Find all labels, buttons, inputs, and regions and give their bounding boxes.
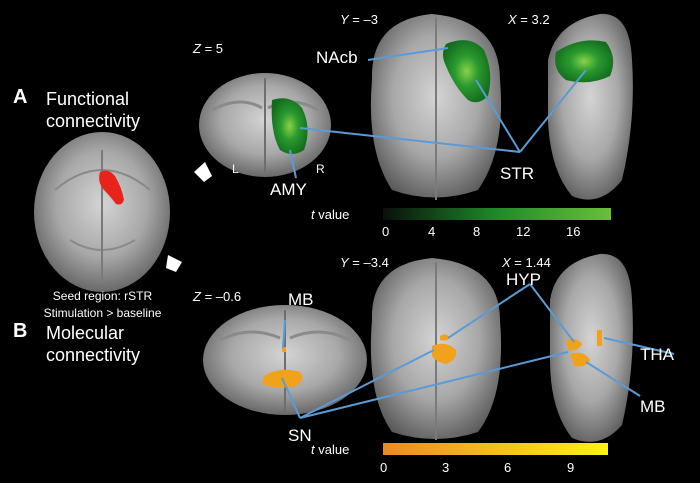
colorbar-title-rest: value xyxy=(314,442,350,457)
z-value: –0.6 xyxy=(215,289,242,304)
panel-a-y-coord: Y = –3 xyxy=(340,12,378,27)
panel-b-tick-3: 9 xyxy=(567,460,575,475)
panel-a-axial-brain xyxy=(370,14,502,200)
region-label-str: STR xyxy=(500,164,534,183)
z-value: 5 xyxy=(215,41,224,56)
y-axis-label: Y xyxy=(340,12,349,27)
panel-a-sagittal-brain xyxy=(548,13,633,200)
x-value: 3.2 xyxy=(531,12,550,27)
region-label-amy: AMY xyxy=(270,180,307,199)
panel-a-letter: A xyxy=(13,86,28,108)
panel-b-letter: B xyxy=(13,320,28,342)
region-label-hyp: HYP xyxy=(506,270,541,289)
panel-b-tick-0: 0 xyxy=(380,460,388,475)
panel-a-tick-3: 12 xyxy=(516,224,531,239)
seed-arrows xyxy=(166,162,212,272)
panel-b-title-line2: connectivity xyxy=(46,345,141,365)
panel-a-title: Functional connectivity xyxy=(46,88,140,132)
panel-a-title-line2: connectivity xyxy=(46,111,141,131)
panel-b-coronal-activation-mb xyxy=(282,347,286,352)
seed-region-rstr xyxy=(99,170,124,205)
region-label-mb-coronal: MB xyxy=(288,290,314,309)
panel-b-tick-2: 6 xyxy=(504,460,512,475)
colorbar-title-rest: value xyxy=(314,207,350,222)
panel-a-title-line1: Functional xyxy=(46,89,130,109)
leader-lines xyxy=(281,47,675,419)
seed-caption-line2: Stimulation > baseline xyxy=(43,306,162,320)
panel-b-z-coord: Z = –0.6 xyxy=(193,289,242,304)
panel-a-sagittal-activation xyxy=(555,40,614,83)
z-axis-label: Z xyxy=(193,289,201,304)
panel-b-x-coord: X = 1.44 xyxy=(502,255,551,270)
panel-a-z-coord: Z = 5 xyxy=(193,41,224,56)
panel-b-tick-1: 3 xyxy=(442,460,450,475)
panel-a-tick-0: 0 xyxy=(382,224,390,239)
x-axis-label: X xyxy=(508,12,517,27)
seed-caption: Seed region: rSTR Stimulation > baseline xyxy=(0,288,205,322)
panel-b-axial-activation xyxy=(432,343,457,364)
panel-a-axial-activation xyxy=(443,40,491,103)
panel-a-colorbar-title: t value xyxy=(311,207,349,222)
x-value: 1.44 xyxy=(525,255,551,270)
region-label-nacb: NAcb xyxy=(316,48,358,67)
panel-a-colorbar xyxy=(383,208,611,220)
panel-b-sagittal-activation-mb xyxy=(570,352,590,367)
y-value: –3.4 xyxy=(363,255,389,270)
panel-b-sagittal-activation-hyp xyxy=(566,338,582,351)
colorbar-title-italic: t xyxy=(311,207,315,222)
panel-a-coronal-activation xyxy=(271,98,308,154)
panel-b-sagittal-activation-tha xyxy=(597,330,602,346)
region-label-tha: THA xyxy=(640,345,674,364)
panel-b-colorbar-title: t value xyxy=(311,442,349,457)
x-axis-label: X xyxy=(502,255,511,270)
panel-b-sagittal-brain xyxy=(550,253,633,442)
panel-b-axial-brain xyxy=(370,258,502,440)
colorbar-title-italic: t xyxy=(311,442,315,457)
panel-a-x-coord: X = 3.2 xyxy=(508,12,550,27)
panel-a-tick-4: 16 xyxy=(566,224,581,239)
orient-right-label: R xyxy=(316,162,325,176)
seed-caption-line1: Seed region: rSTR xyxy=(52,289,153,303)
seed-brain xyxy=(34,132,170,292)
panel-a-tick-2: 8 xyxy=(473,224,481,239)
panel-b-y-coord: Y = –3.4 xyxy=(340,255,389,270)
panel-a-coronal-brain xyxy=(199,73,331,177)
orient-left-label: L xyxy=(232,162,239,176)
region-label-sn: SN xyxy=(288,426,312,445)
region-label-mb-sagittal: MB xyxy=(640,397,666,416)
panel-b-title-line1: Molecular xyxy=(46,323,125,343)
panel-a-tick-1: 4 xyxy=(428,224,436,239)
y-axis-label: Y xyxy=(340,255,349,270)
z-axis-label: Z xyxy=(193,41,201,56)
y-value: –3 xyxy=(363,12,378,27)
panel-b-title: Molecular connectivity xyxy=(46,322,140,366)
panel-b-colorbar xyxy=(383,443,608,455)
